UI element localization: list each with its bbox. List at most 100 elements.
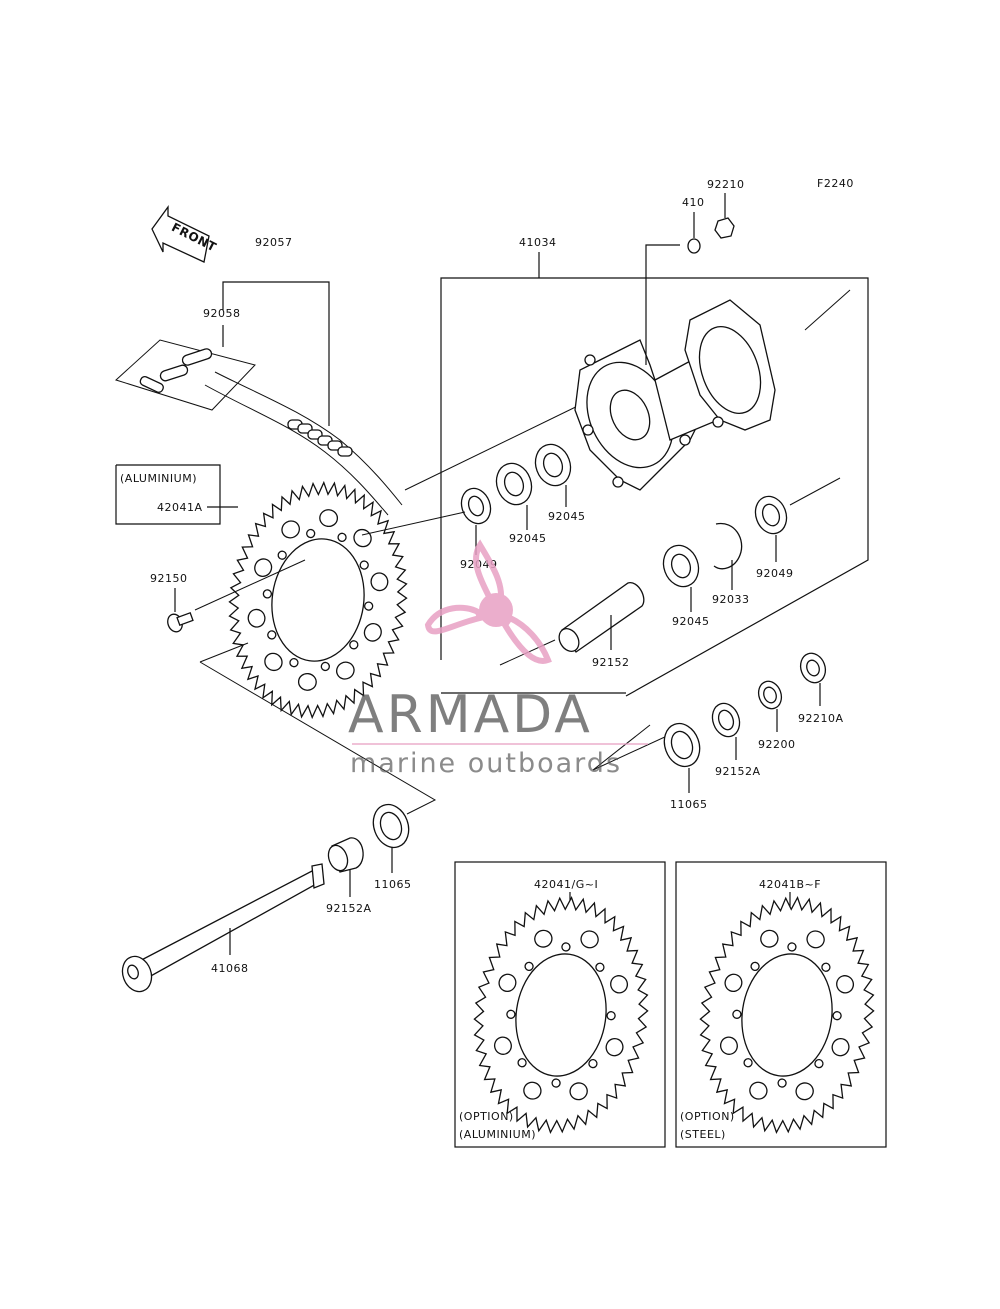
part-41068: 41068 [211, 962, 249, 975]
bearing-92045-c-icon [662, 544, 700, 588]
axle-41068-icon [121, 863, 325, 993]
sprocket-window [247, 608, 266, 628]
sprocket-bolt-hole [289, 658, 299, 668]
sprocket-bolt-hole [320, 661, 330, 672]
sprocket-bolt-hole [262, 589, 273, 599]
part-92210: 92210 [707, 178, 745, 191]
spacer-92152-icon [558, 582, 645, 653]
sprocket-window [336, 661, 355, 680]
part-92045-b: 92045 [548, 510, 586, 523]
part-41034: 41034 [519, 236, 557, 249]
chain-link-icon [139, 348, 213, 393]
sprocket-window [493, 1036, 512, 1055]
part-92058: 92058 [203, 307, 241, 320]
bearing-92045-a-icon [495, 462, 533, 506]
collar-92152A-right-icon [711, 702, 741, 738]
sprocket-bolt-hole [517, 1058, 527, 1068]
part-92057: 92057 [255, 236, 293, 249]
option-sprocket-steel-icon [699, 896, 875, 1134]
nut-92210-icon [714, 217, 735, 239]
sprocket-window [498, 973, 517, 993]
sprocket-bolt-hole [306, 528, 316, 539]
sprocket-window [831, 1037, 850, 1057]
sprocket-bolt-hole [750, 961, 760, 972]
circlip-92033-icon [713, 522, 743, 570]
sprocket-bolt-hole [359, 560, 369, 570]
chain-section-icon [287, 419, 353, 457]
right-axle-parts: 11065 92152A 92200 92210A [592, 652, 844, 811]
part-11065-left: 11065 [374, 878, 412, 891]
rear-sprocket-assembly: (ALUMINIUM) 42041A 92150 [115, 464, 466, 815]
watermark: ARMADA marine outboards [348, 539, 648, 779]
sprocket-window [760, 929, 779, 948]
part-92152A-left: 92152A [326, 902, 372, 915]
part-42041A: 42041A [157, 501, 203, 514]
part-92210A: 92210A [798, 712, 844, 725]
sprocket-window [795, 1082, 814, 1101]
sprocket-bolt-hole [337, 532, 347, 542]
sprocket-bolt-hole [821, 962, 831, 972]
sprocket-window [264, 652, 283, 672]
aluminium-note: (ALUMINIUM) [120, 472, 197, 485]
option-1-note-1: (OPTION) [459, 1110, 514, 1123]
part-92152: 92152 [592, 656, 630, 669]
main-sprocket-icon [228, 480, 408, 720]
seal-92049-right-icon [754, 495, 788, 535]
part-11065-right: 11065 [670, 798, 708, 811]
option-2-part: 42041B~F [759, 878, 821, 891]
sprocket-bolt-hole [814, 1058, 824, 1069]
sprocket-bolt-hole [267, 630, 277, 640]
sprocket-center-bore [515, 953, 607, 1077]
option-2-note-2: (STEEL) [680, 1128, 726, 1141]
sprocket-bolt-hole [787, 942, 797, 952]
sprocket-center-bore [741, 953, 833, 1077]
option-2-note-1: (OPTION) [680, 1110, 735, 1123]
sprocket-bolt-hole [588, 1058, 598, 1069]
sprocket-bolt-hole [606, 1011, 616, 1021]
watermark-tagline: marine outboards [350, 748, 622, 779]
sprocket-window [580, 930, 599, 949]
sprocket-window [281, 520, 300, 539]
sprocket-window [534, 929, 553, 948]
sprocket-bolt-hole [524, 961, 534, 972]
sprocket-bolt-hole [595, 962, 605, 972]
part-92150: 92150 [150, 572, 188, 585]
sprocket-bolt-hole [277, 550, 287, 560]
part-92045-a: 92045 [509, 532, 547, 545]
chain-assembly: 92057 92058 [115, 236, 403, 516]
sprocket-bolt-hole [561, 942, 571, 952]
part-92200: 92200 [758, 738, 796, 751]
diagram-code: F2240 [817, 177, 854, 190]
part-92152A-right: 92152A [715, 765, 761, 778]
watermark-brand: ARMADA [348, 685, 593, 745]
sprocket-window [749, 1081, 768, 1100]
sprocket-window [319, 509, 339, 528]
part-92033: 92033 [712, 593, 750, 606]
propeller-logo-icon [424, 539, 552, 664]
sprocket-window [806, 930, 825, 949]
sprocket-window [523, 1081, 542, 1100]
washer-410-icon [687, 238, 701, 254]
sprocket-window [610, 975, 629, 994]
sprocket-window [370, 572, 389, 592]
bearing-92045-b-icon [534, 443, 572, 487]
rear-hub-icon [574, 299, 776, 491]
sprocket-window [297, 672, 317, 691]
seal-11065-left-icon [372, 803, 410, 849]
sprocket-center-bore [271, 538, 365, 662]
sprocket-window [719, 1036, 738, 1055]
sprocket-window [363, 622, 382, 642]
front-arrow-icon: FRONT [151, 205, 219, 263]
option-1-note-2: (ALUMINIUM) [459, 1128, 536, 1141]
sprocket-window [836, 975, 855, 994]
option-box-steel: 42041B~F (OPTION) (STEEL) [675, 861, 887, 1148]
option-sprocket-aluminium-icon [473, 896, 649, 1134]
sprocket-bolt-hole [349, 640, 359, 650]
sprocket-bolt-hole [743, 1058, 753, 1068]
sprocket-window [605, 1037, 624, 1057]
collar-92152A-left-icon [327, 837, 364, 873]
sprocket-window [569, 1082, 588, 1101]
sprocket-bolt-hole [832, 1011, 842, 1021]
sprocket-window [254, 558, 273, 578]
